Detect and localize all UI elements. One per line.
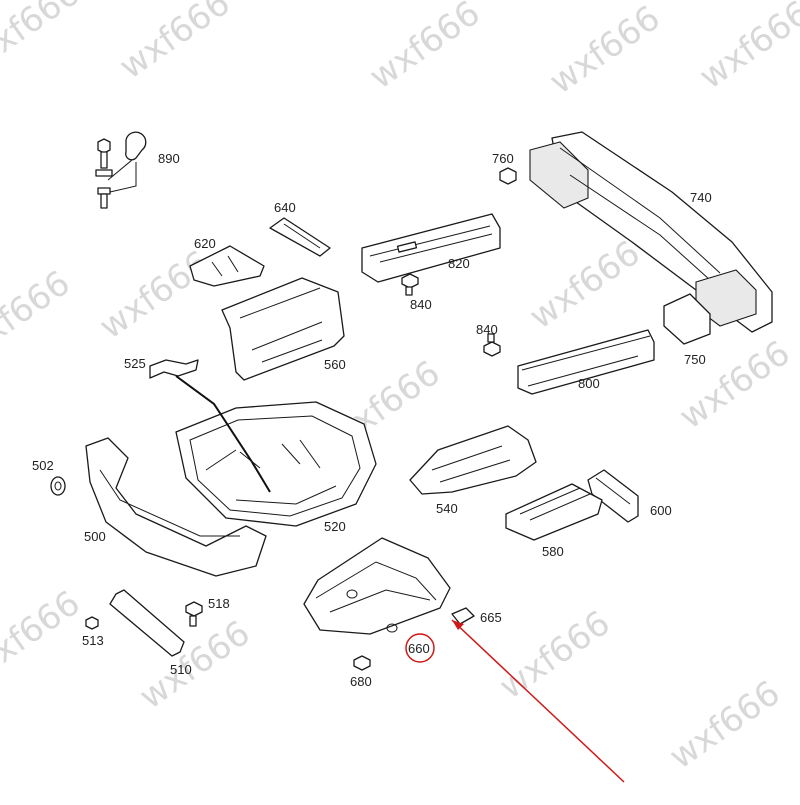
highlight-660: 660 [405, 619, 625, 783]
label-502: 502 [32, 458, 54, 473]
label-750: 750 [684, 352, 706, 367]
label-840-lower: 840 [476, 322, 498, 337]
part-560: 560 [221, 277, 346, 381]
label-640: 640 [274, 200, 296, 215]
watermark-text: wxf666 [662, 673, 787, 777]
part-620: 620 [189, 236, 265, 287]
part-760: 760 [492, 151, 517, 185]
part-540: 540 [409, 425, 537, 516]
part-520: 520 [175, 401, 377, 534]
label-740: 740 [690, 190, 712, 205]
part-820: 820 [361, 213, 501, 283]
watermark-text: wxf666 [672, 333, 797, 437]
label-760: 760 [492, 151, 514, 166]
watermark-text: wxf666 [112, 0, 237, 87]
part-840-lower: 840 [476, 322, 501, 357]
watermark-text: wxf666 [692, 0, 800, 97]
watermark: wxf666 wxf666 wxf666 wxf666 wxf666 wxf66… [0, 0, 800, 777]
label-500: 500 [84, 529, 106, 544]
label-580: 580 [542, 544, 564, 559]
part-510: 510 [109, 589, 192, 677]
part-525: 525 [124, 356, 199, 379]
label-600: 600 [650, 503, 672, 518]
watermark-text: wxf666 [362, 0, 487, 97]
part-640: 640 [269, 200, 331, 257]
part-800: 800 [517, 329, 655, 395]
label-840-upper: 840 [410, 297, 432, 312]
watermark-text: wxf666 [542, 0, 667, 102]
highlight-arrow-line [451, 619, 625, 783]
part-518: 518 [185, 596, 230, 627]
watermark-text: wxf666 [0, 263, 77, 367]
watermark-text: wxf666 [492, 603, 617, 707]
label-820: 820 [448, 256, 470, 271]
leader-525 [175, 375, 271, 493]
part-680: 680 [350, 655, 372, 689]
part-890: 890 [95, 131, 180, 209]
label-525: 525 [124, 356, 146, 371]
part-665: 665 [451, 607, 502, 625]
watermark-text: wxf666 [0, 0, 87, 77]
part-500: 500 [84, 437, 267, 577]
label-800: 800 [578, 376, 600, 391]
label-540: 540 [436, 501, 458, 516]
watermark-text: wxf666 [0, 583, 87, 687]
label-513: 513 [82, 633, 104, 648]
part-600: 600 [587, 469, 672, 523]
part-740: 740 [529, 131, 773, 333]
part-750: 750 [663, 293, 711, 367]
label-890: 890 [158, 151, 180, 166]
highlight-arrowhead [452, 620, 464, 630]
part-502: 502 [32, 458, 66, 496]
label-680: 680 [350, 674, 372, 689]
watermark-text: wxf666 [522, 233, 647, 337]
label-660: 660 [408, 641, 430, 656]
part-660 [303, 537, 451, 635]
label-665: 665 [480, 610, 502, 625]
label-510: 510 [170, 662, 192, 677]
label-560: 560 [324, 357, 346, 372]
label-620: 620 [194, 236, 216, 251]
label-520: 520 [324, 519, 346, 534]
part-840-upper: 840 [401, 273, 432, 312]
label-518: 518 [208, 596, 230, 611]
part-580: 580 [505, 483, 603, 559]
part-513: 513 [82, 616, 104, 648]
watermark-text: wxf666 [92, 243, 217, 347]
